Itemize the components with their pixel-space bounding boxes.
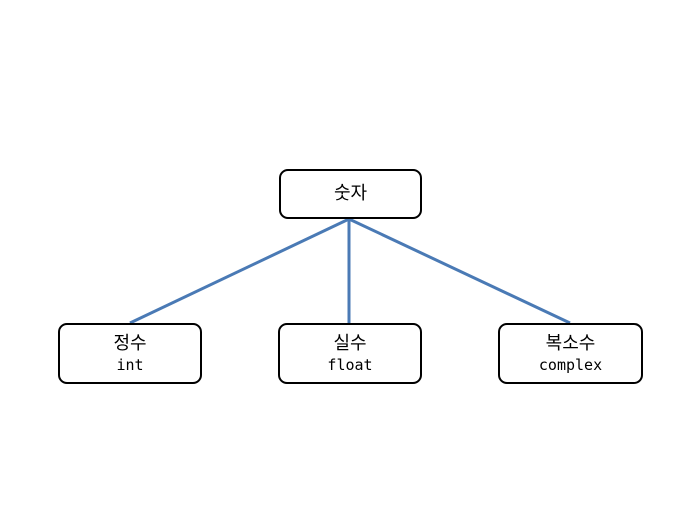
edge-root-to-complex: [348, 217, 571, 325]
child-node-real: 실수 float: [278, 323, 422, 384]
child-node-complex: 복소수 complex: [498, 323, 643, 384]
edge-root-to-int: [129, 217, 350, 325]
child-node-sub-float: float: [327, 355, 373, 374]
child-node-integer: 정수 int: [58, 323, 202, 384]
child-node-sub-int: int: [116, 355, 144, 374]
root-node-label: 숫자: [333, 183, 368, 204]
root-node-number: 숫자: [279, 169, 422, 219]
child-node-label-complex: 복소수: [545, 332, 596, 354]
child-node-label-real: 실수: [333, 332, 367, 354]
child-node-sub-complex: complex: [538, 355, 603, 374]
child-node-label-integer: 정수: [113, 332, 147, 354]
